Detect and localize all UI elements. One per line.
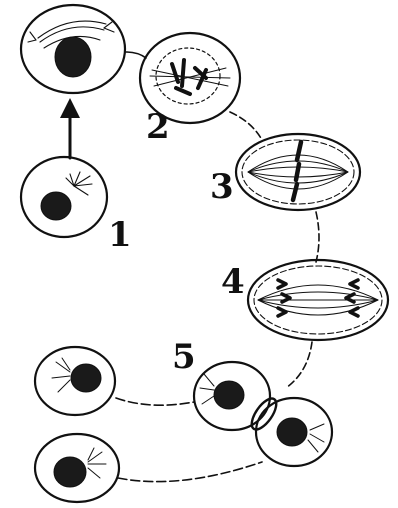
connector-line [126,52,146,58]
stage-label-5: 5 [172,340,196,374]
stage-label-2: 2 [146,110,170,144]
daughter-cell-bottom [35,434,119,502]
stage-label-1: 1 [108,218,132,252]
connector-line [116,398,194,405]
stage-4-anaphase-cell [248,260,388,340]
stage-1-interphase-cell [21,157,107,237]
connector-line [118,462,262,482]
stage-label-3: 3 [210,170,234,204]
connector-line [316,212,319,262]
arrow-up-icon [60,98,80,158]
stage-3-metaphase-cell [236,134,360,210]
connector-line [286,342,312,388]
connector-line [230,112,262,140]
daughter-cell-top [35,347,115,415]
stage-label-4: 4 [221,265,245,299]
stage-5-telophase-cell [194,362,332,466]
stage-1-prophase-cell [21,5,125,93]
